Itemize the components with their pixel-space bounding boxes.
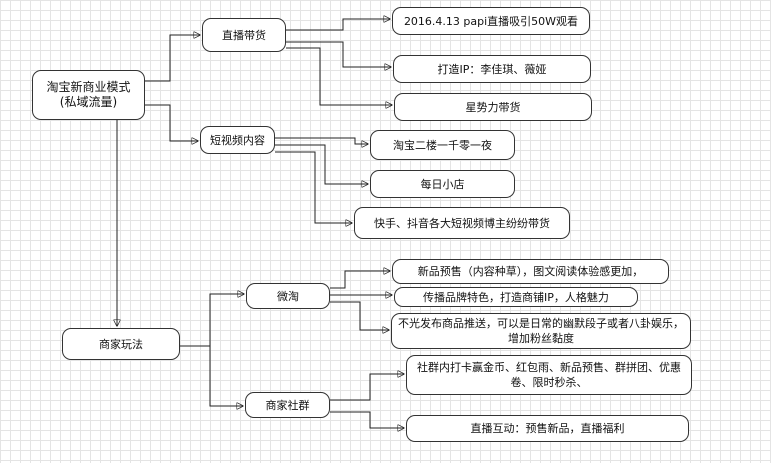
edge-weitao-content: [330, 301, 389, 330]
edge-merchant-community: [180, 345, 243, 406]
node-weitao-brand: 传播品牌特色，打造商铺IP，人格魅力: [394, 287, 638, 307]
edge-video-meiri: [275, 144, 368, 184]
node-weitao-content: 不光发布商品推送，可以是日常的幽默段子或者八卦娱乐，增加粉丝黏度: [391, 313, 691, 349]
edge-root-video: [145, 104, 198, 141]
node-video: 短视频内容: [200, 126, 275, 154]
edge-community-activity: [330, 374, 404, 401]
node-video-ertou: 淘宝二楼一千零一夜: [370, 130, 515, 160]
edge-root-live: [145, 35, 200, 82]
node-community-activity: 社群内打卡赢金币、红包雨、新品预售、群拼团、优惠卷、限时秒杀、: [406, 355, 692, 395]
edge-weitao-preview: [330, 271, 390, 289]
edge-video-kuaishou: [275, 151, 352, 223]
node-community-live: 直播互动：预售新品，直播福利: [406, 415, 689, 442]
node-weitao: 微淘: [246, 283, 330, 309]
node-community: 商家社群: [245, 392, 330, 418]
edge-live-ip: [286, 41, 391, 67]
node-live-star: 星势力带货: [394, 93, 592, 121]
node-live-papi: 2016.4.13 papi直播吸引50W观看: [392, 7, 590, 35]
node-live-ip: 打造IP：李佳琪、薇娅: [393, 55, 591, 83]
node-video-kuaishou: 快手、抖音各大短视频博主纷纷带货: [354, 207, 570, 239]
edge-live-star: [286, 47, 392, 105]
edge-live-papi: [286, 19, 390, 31]
node-root: 淘宝新商业模式 (私域流量): [32, 70, 145, 120]
node-video-meiri: 每日小店: [370, 170, 515, 198]
edge-merchant-weitao: [180, 294, 244, 347]
node-weitao-preview: 新品预售（内容种草），图文阅读体验感更加，: [392, 259, 669, 284]
edge-video-ertou: [275, 137, 368, 144]
edge-community-live: [330, 411, 404, 428]
node-live: 直播带货: [202, 18, 286, 52]
node-merchant: 商家玩法: [62, 328, 180, 360]
